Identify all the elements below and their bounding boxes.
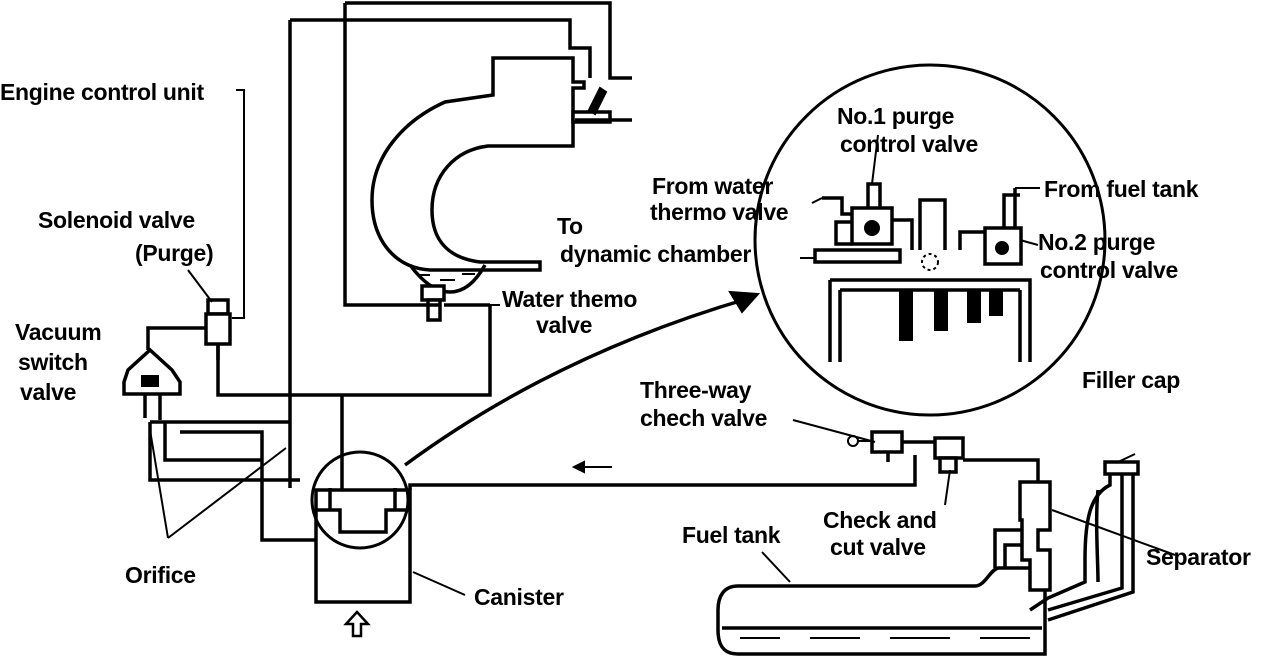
label-no2-purge-2: control valve (1040, 257, 1178, 283)
label-no2-purge-1: No.2 purge (1038, 229, 1155, 255)
label-three-way-1: Three-way (640, 377, 752, 403)
label-water-thermo-1: Water themo (502, 286, 637, 312)
label-from-fuel-tank: From fuel tank (1044, 176, 1199, 202)
label-three-way-2: chech valve (640, 405, 767, 431)
left-arrow-icon (571, 460, 612, 474)
intake-manifold (370, 56, 612, 294)
detail-pointer (403, 290, 761, 467)
up-arrow-icon (343, 610, 371, 638)
detail-circle (753, 63, 1107, 417)
label-separator: Separator (1146, 544, 1251, 570)
vacuum-pipes (216, 1, 632, 495)
three-way-check-valve (847, 430, 935, 462)
label-engine-control-unit: Engine control unit (0, 79, 204, 105)
label-orifice: Orifice (125, 562, 196, 588)
label-filler-cap: Filler cap (1082, 367, 1180, 393)
label-solenoid-valve-1: Solenoid valve (38, 207, 195, 233)
coolant-hatch (418, 273, 475, 281)
canister (310, 450, 917, 604)
label-water-thermo-2: valve (536, 312, 592, 338)
fuel-tank (716, 566, 1047, 656)
label-to-dynamic-1: To (557, 213, 583, 239)
label-fuel-tank: Fuel tank (682, 522, 781, 548)
engine-control-unit-wire (232, 89, 245, 319)
labels: Engine control unit Solenoid valve (Purg… (0, 79, 1251, 610)
left-pipes (148, 420, 320, 542)
filler-neck (1029, 460, 1140, 622)
check-and-cut-valve (933, 436, 1040, 482)
label-to-dynamic-2: dynamic chamber (560, 241, 751, 267)
label-canister: Canister (474, 584, 564, 610)
label-from-water-2: thermo valve (650, 199, 788, 225)
label-vacuum-switch-1: Vacuum (15, 319, 101, 345)
label-vacuum-switch-3: valve (20, 379, 76, 405)
solenoid-valve (146, 298, 232, 360)
label-vacuum-switch-2: switch (18, 349, 88, 375)
label-check-cut-1: Check and (823, 507, 937, 533)
label-solenoid-valve-2: (Purge) (135, 240, 213, 266)
label-from-water-1: From water (652, 173, 773, 199)
vacuum-switch-valve (122, 347, 182, 420)
label-no1-purge-1: No.1 purge (837, 103, 954, 129)
separator (993, 480, 1052, 592)
leader-lines (149, 134, 1176, 596)
label-check-cut-2: cut valve (830, 534, 926, 560)
label-no1-purge-2: control valve (840, 131, 978, 157)
